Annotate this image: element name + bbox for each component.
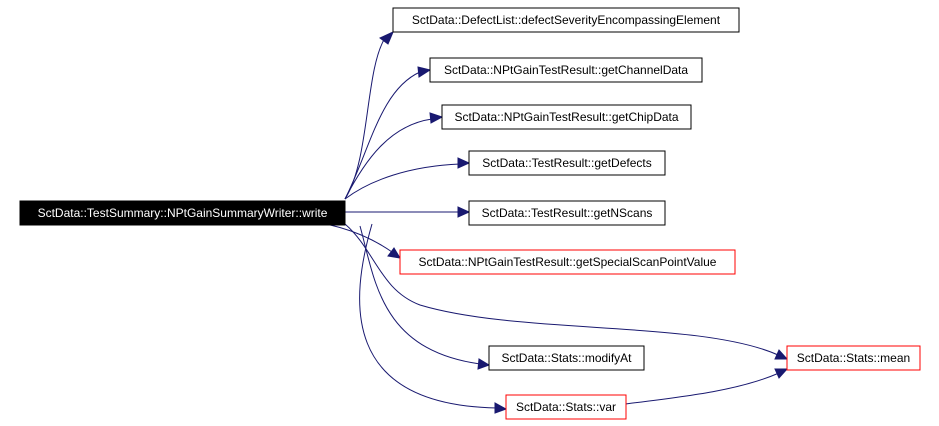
node-label: SctData::DefectList::defectSeverityEncom… <box>412 13 721 27</box>
node-getchipdata[interactable]: SctData::NPtGainTestResult::getChipData <box>441 104 692 130</box>
node-label: SctData::NPtGainTestResult::getChipData <box>454 110 678 124</box>
node-getnscans[interactable]: SctData::TestResult::getNScans <box>468 200 666 226</box>
arrowhead <box>417 66 432 78</box>
arrowhead <box>774 368 789 379</box>
node-label: SctData::Stats::mean <box>797 351 910 365</box>
node-label: SctData::TestSummary::NPtGainSummaryWrit… <box>38 206 328 220</box>
node-label: SctData::NPtGainTestResult::getChannelDa… <box>444 63 688 77</box>
arrowhead <box>494 402 508 414</box>
arrowhead <box>387 247 401 259</box>
node-mean[interactable]: SctData::Stats::mean <box>786 345 921 371</box>
node-label: SctData::Stats::modifyAt <box>501 351 632 365</box>
node-defectseverityencompassingelement[interactable]: SctData::DefectList::defectSeverityEncom… <box>392 7 740 33</box>
edge-root-to-getchipdata <box>344 118 433 200</box>
node-root[interactable]: SctData::TestSummary::NPtGainSummaryWrit… <box>19 200 346 226</box>
node-var[interactable]: SctData::Stats::var <box>505 394 627 420</box>
edge-root-to-modifyat <box>359 225 481 365</box>
arrowhead <box>774 349 789 360</box>
arrowhead <box>379 31 394 45</box>
edge-root-to-var <box>359 223 498 409</box>
arrowhead <box>457 206 471 218</box>
edge-root-to-getspecialscanpoint <box>319 222 393 253</box>
edge-root-to-mean <box>344 223 779 356</box>
arrowhead <box>429 112 444 124</box>
node-label: SctData::TestResult::getNScans <box>482 206 653 220</box>
node-label: SctData::Stats::var <box>516 400 616 414</box>
arrowhead <box>477 358 491 370</box>
node-getspecialscanpointvalue[interactable]: SctData::NPtGainTestResult::getSpecialSc… <box>399 249 736 275</box>
node-getdefects[interactable]: SctData::TestResult::getDefects <box>468 150 666 176</box>
edge-var-to-mean <box>624 372 780 405</box>
edges <box>319 31 789 414</box>
node-getchanneldata[interactable]: SctData::NPtGainTestResult::getChannelDa… <box>429 57 703 83</box>
node-modifyat[interactable]: SctData::Stats::modifyAt <box>488 345 645 371</box>
edge-root-to-getdefects <box>344 163 461 200</box>
node-label: SctData::TestResult::getDefects <box>482 156 651 170</box>
edge-root-to-getchanneldata <box>344 71 421 200</box>
node-label: SctData::NPtGainTestResult::getSpecialSc… <box>419 255 717 269</box>
arrowhead <box>457 157 471 169</box>
